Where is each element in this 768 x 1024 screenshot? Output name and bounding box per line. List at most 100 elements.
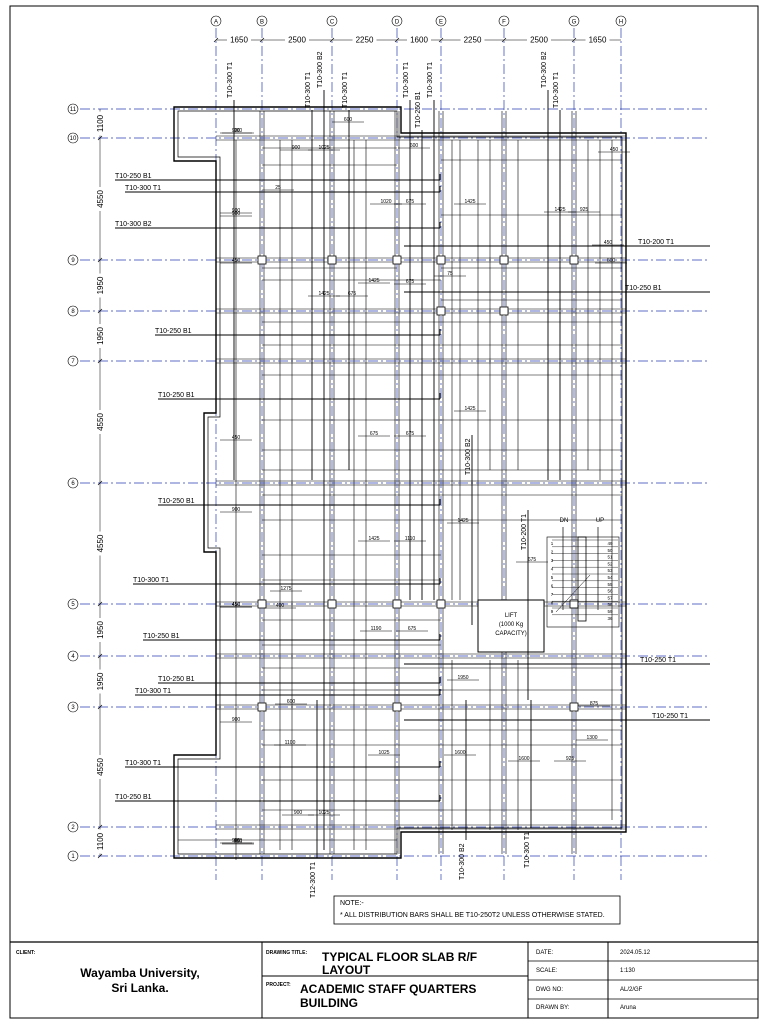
col-dim-label: 1650 bbox=[589, 36, 607, 45]
row-dim-label: 4550 bbox=[96, 413, 105, 431]
grid-bubble-row-8 bbox=[67, 305, 79, 317]
stair-handrail bbox=[577, 536, 587, 622]
lift-label-3: CAPACITY) bbox=[495, 631, 527, 637]
row-dim-bg bbox=[94, 187, 106, 211]
row-dim-tick bbox=[97, 601, 103, 607]
scale-label: SCALE: bbox=[536, 968, 558, 974]
grid-bubble-col-F bbox=[498, 15, 510, 27]
grid-bubble-row-3 bbox=[67, 701, 79, 713]
grid-bubble-row-11 bbox=[67, 103, 79, 115]
row-dim-bg bbox=[94, 669, 106, 694]
dim-marker-label: 600 bbox=[344, 117, 353, 123]
row-dim-tick bbox=[97, 704, 103, 710]
rebar-label-right: T10-200 T1 bbox=[638, 239, 674, 246]
grid-label-row-2: 2 bbox=[71, 825, 75, 831]
stair-step-number: 6 bbox=[551, 584, 554, 589]
grid-label-col-D: D bbox=[395, 20, 400, 26]
dim-marker-label: 675 bbox=[348, 291, 357, 297]
col-dim-tick bbox=[213, 37, 219, 43]
column bbox=[392, 702, 402, 712]
grid-label-col-B: B bbox=[260, 20, 264, 26]
col-dim-bg bbox=[352, 35, 377, 44]
rebar-label-left: T10-250 B1 bbox=[143, 633, 180, 640]
grid-bubble-col-G bbox=[568, 15, 580, 27]
stair-dn-label: DN bbox=[560, 518, 569, 524]
row-dim-tick bbox=[97, 358, 103, 364]
row-dim-tick bbox=[97, 480, 103, 486]
dim-marker-label: 600 bbox=[234, 839, 243, 845]
row-dim-bg bbox=[94, 273, 106, 298]
col-dim-tick bbox=[259, 37, 265, 43]
column bbox=[569, 702, 579, 712]
dim-marker-label: 1600 bbox=[518, 756, 529, 762]
row-dim-bg bbox=[94, 755, 106, 779]
dim-marker-label: 900 bbox=[234, 128, 243, 134]
col-dim-bg bbox=[285, 35, 309, 44]
dim-marker-label: 1100 bbox=[285, 740, 296, 746]
row-dim-tick bbox=[97, 653, 103, 659]
col-dim-bg bbox=[407, 35, 431, 44]
dim-marker-label: 1025 bbox=[378, 750, 389, 756]
dim-marker-label: 600 bbox=[410, 143, 419, 149]
grid-label-row-10: 10 bbox=[70, 136, 77, 142]
drawing-title-line-1: TYPICAL FLOOR SLAB R/F bbox=[322, 950, 478, 964]
stair-step-number: 4 bbox=[551, 567, 554, 572]
row-dim-tick bbox=[97, 257, 103, 263]
dim-marker-label: 1425 bbox=[368, 278, 379, 284]
column bbox=[327, 255, 337, 265]
dim-marker-label: 1020 bbox=[380, 199, 391, 205]
column bbox=[257, 255, 267, 265]
stair-step-number: 7 bbox=[551, 592, 554, 597]
grid-label-col-G: G bbox=[572, 20, 577, 26]
dim-marker-label: 900 bbox=[232, 717, 241, 723]
column bbox=[392, 599, 402, 609]
grid-label-row-9: 9 bbox=[71, 258, 75, 264]
row-dim-label: 1100 bbox=[96, 114, 105, 132]
grid-bubble-row-10 bbox=[67, 132, 79, 144]
row-dim-tick bbox=[97, 308, 103, 314]
dim-marker-label: 450 bbox=[232, 258, 241, 264]
slab-outline-inner bbox=[177, 110, 623, 855]
lift-shaft bbox=[477, 599, 545, 653]
row-dim-label: 4550 bbox=[96, 534, 105, 552]
slab-outline bbox=[173, 106, 627, 859]
dim-marker-label: 600 bbox=[607, 258, 616, 264]
rebar-label-right: T10-250 B1 bbox=[625, 285, 662, 292]
rebar-label-left: T10-250 B1 bbox=[158, 392, 195, 399]
project-label: PROJECT: bbox=[266, 982, 291, 988]
row-dim-label: 1100 bbox=[96, 832, 105, 850]
client-line-2: Sri Lanka. bbox=[111, 981, 169, 995]
col-dim-label: 1600 bbox=[410, 36, 428, 45]
rebar-label-left: T10-250 B1 bbox=[115, 173, 152, 180]
dim-marker-label: 1950 bbox=[457, 675, 468, 681]
stair-step-number: 58 bbox=[607, 602, 613, 607]
col-dim-label: 2250 bbox=[356, 36, 374, 45]
dim-marker-label: 675 bbox=[406, 199, 415, 205]
dim-marker-label: 675 bbox=[408, 626, 417, 632]
lift-label-1: LIFT bbox=[505, 613, 518, 619]
dim-marker-label: 1275 bbox=[280, 586, 291, 592]
dim-marker-label: 1425 bbox=[457, 518, 468, 524]
column bbox=[257, 702, 267, 712]
row-dim-bg bbox=[94, 111, 106, 136]
grid-bubble-row-4 bbox=[67, 650, 79, 662]
dim-marker-label: 450 bbox=[232, 435, 241, 441]
column bbox=[327, 599, 337, 609]
stair-up-label: UP bbox=[596, 518, 604, 524]
dim-marker-label: 900 bbox=[232, 507, 241, 513]
dim-marker-label: 450 bbox=[232, 602, 241, 608]
note-box: NOTE:- * ALL DISTRIBUTION BARS SHALL BE … bbox=[333, 895, 621, 925]
rebar-label-left: T10-300 T1 bbox=[125, 185, 161, 192]
row-dim-label: 4550 bbox=[96, 758, 105, 776]
grid-bubble-col-C bbox=[326, 15, 338, 27]
row-dim-bg bbox=[94, 531, 106, 556]
grid-bubble-row-7 bbox=[67, 355, 79, 367]
drawn-by-label: DRAWN BY: bbox=[536, 1005, 570, 1011]
rebar-label-bottom: T10-300 B2 bbox=[459, 843, 466, 880]
dim-marker-label: 900 bbox=[232, 838, 241, 844]
project-line-2: BUILDING bbox=[300, 996, 358, 1010]
project-line-1: ACADEMIC STAFF QUARTERS bbox=[300, 982, 477, 996]
